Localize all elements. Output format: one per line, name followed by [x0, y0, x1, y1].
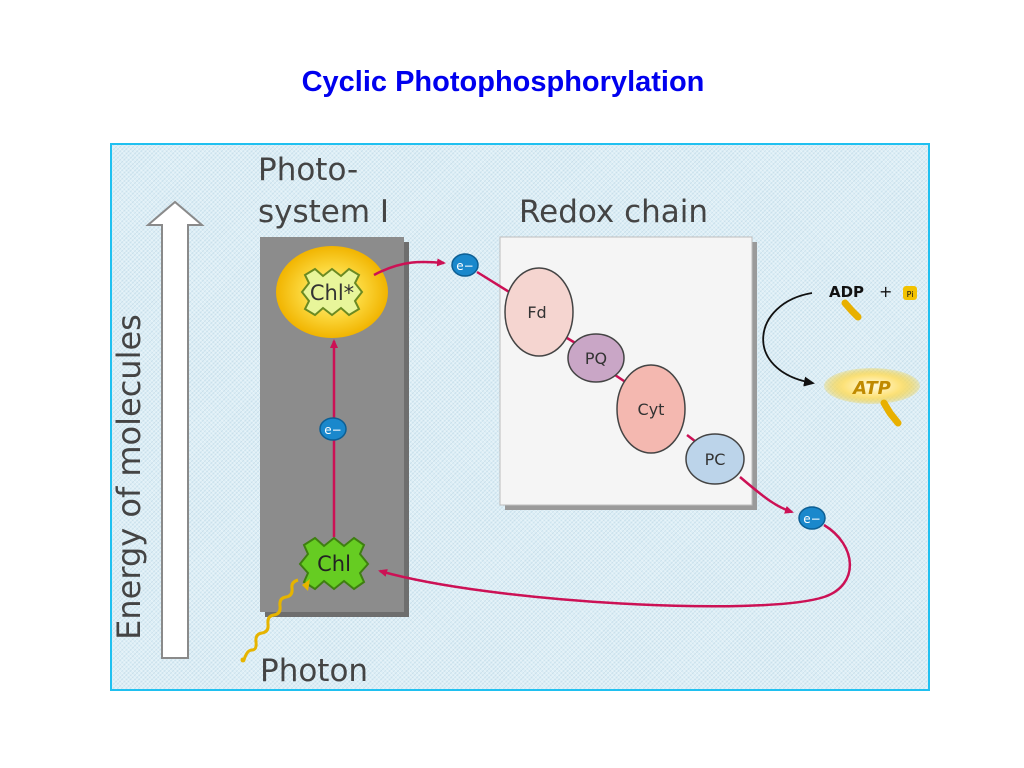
photon-arrowhead [302, 579, 310, 591]
carrier-pq [567, 333, 625, 383]
slide-title: Cyclic Photophosphorylation [301, 66, 705, 98]
redox-chain-label: Redox chain [519, 194, 708, 230]
diagram-canvas: Energy of molecules Photo- system I Chl*… [112, 152, 920, 689]
photon-wave [242, 578, 299, 661]
carrier-cyt-label: Cyt [638, 400, 665, 419]
pc-to-electron-arrow [739, 476, 794, 514]
atp-glow [824, 368, 920, 404]
photon-origin-dot [240, 657, 246, 663]
chain-link [476, 270, 515, 297]
atp-phosphate-tail [880, 399, 902, 427]
photosystem-label-line1: Photo- [258, 152, 358, 188]
return-electron-arrow [378, 523, 852, 608]
electron-icon [798, 506, 826, 530]
electron-label: e− [324, 423, 341, 437]
energy-axis-label: Energy of molecules [112, 314, 148, 640]
photon-label: Photon [260, 653, 368, 689]
ground-chlorophyll-label: Chl [317, 552, 351, 576]
chl-to-electron-arrow [373, 258, 446, 277]
carrier-pq-label: PQ [585, 349, 607, 368]
adp-phosphate-tail [841, 299, 862, 321]
electron-icon [451, 253, 479, 277]
energy-axis-arrow [145, 200, 205, 659]
carrier-fd-label: Fd [527, 303, 546, 322]
plus-sign: + [879, 282, 892, 301]
diagram-panel: Energy of molecules Photo- system I Chl*… [110, 143, 930, 691]
photosystem-label-line2: system I [258, 194, 389, 230]
atp-synthesis-arrow [762, 292, 815, 387]
pi-badge [903, 286, 917, 300]
carrier-cyt [616, 364, 686, 454]
electron-icon [319, 417, 347, 441]
carrier-fd [504, 267, 574, 357]
electron-label: e− [803, 512, 820, 526]
adp-label: ADP [829, 283, 864, 301]
carrier-pc [685, 433, 745, 485]
carrier-pc-label: PC [705, 450, 726, 469]
electron-label: e− [456, 259, 473, 273]
atp-label: ATP [851, 378, 891, 399]
excited-chlorophyll-label: Chl* [310, 281, 354, 305]
excited-chlorophyll-shape [300, 267, 364, 317]
ground-chlorophyll-shape [298, 536, 370, 591]
pi-label: Pi [907, 290, 914, 299]
